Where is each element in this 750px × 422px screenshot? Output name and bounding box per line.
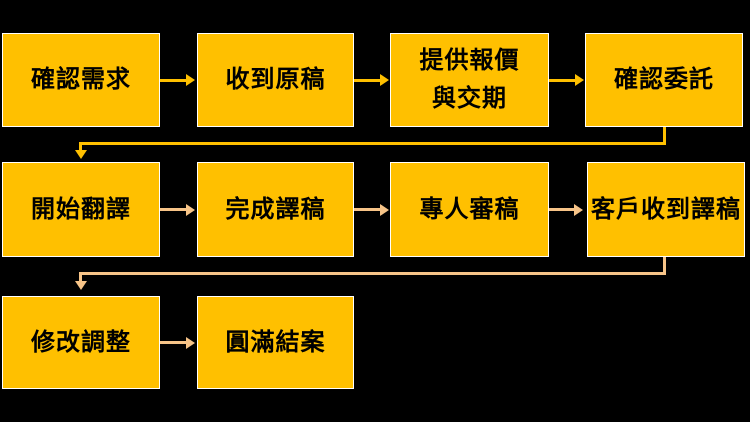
flow-step-provide-quote-delivery: 提供報價 與交期 (390, 33, 549, 127)
flow-step-client-receives-draft: 客戶收到譯稿 (587, 162, 745, 257)
flow-step-confirm-requirements: 確認需求 (2, 33, 160, 127)
flow-step-receive-original: 收到原稿 (197, 33, 354, 127)
flow-step-start-translation: 開始翻譯 (2, 162, 160, 257)
flow-step-complete-draft: 完成譯稿 (197, 162, 354, 257)
flow-step-confirm-commission: 確認委託 (585, 33, 743, 127)
flow-step-successful-closure: 圓滿結案 (197, 296, 354, 389)
flow-step-revise-adjust: 修改調整 (2, 296, 160, 389)
flow-step-expert-review: 專人審稿 (390, 162, 549, 257)
